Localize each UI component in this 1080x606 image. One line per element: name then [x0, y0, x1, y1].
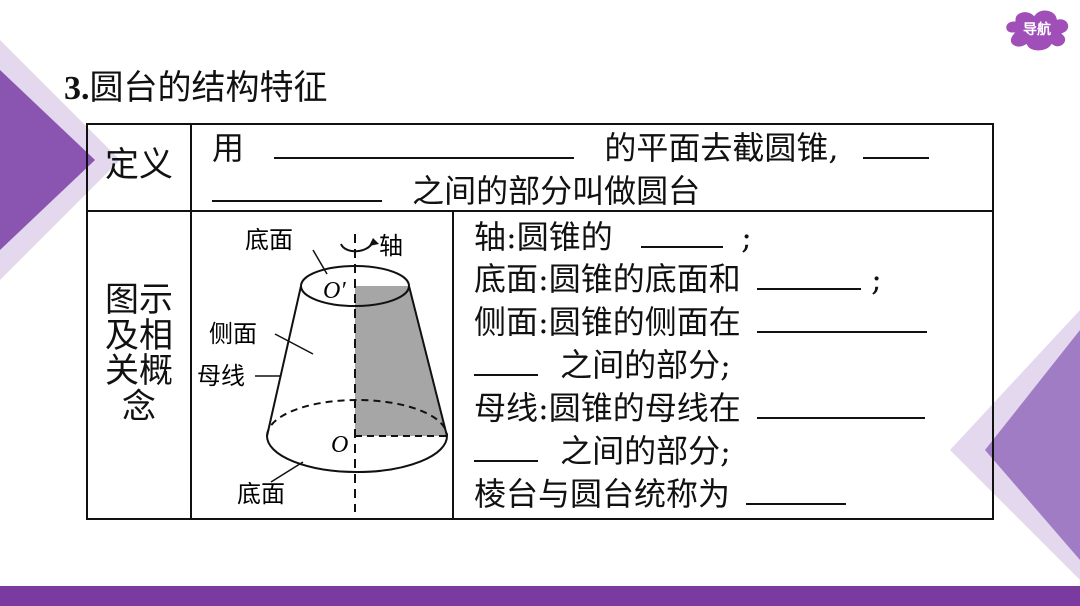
label-top-base: 底面: [245, 226, 293, 254]
axial-section-shade: [355, 286, 447, 436]
leader-lateral: [274, 333, 314, 355]
bottom-accent-bar: [0, 586, 1080, 606]
definition-suffix: 的平面去截圆锥,: [604, 129, 839, 167]
leader-bottom-base: [270, 461, 304, 483]
table-inner-divider: [452, 210, 454, 520]
concept-lateral-text: 侧面:圆锥的侧面在: [474, 303, 741, 341]
label-axis: 轴: [379, 232, 403, 260]
concept-axis: 轴:圆锥的 ;: [474, 220, 752, 253]
arrow-head: [369, 238, 379, 246]
concept-base: 底面:圆锥的底面和 ;: [474, 262, 882, 295]
label-bottom-center: O: [331, 432, 348, 458]
nav-label: 导航: [1023, 22, 1051, 38]
label-top-center: O′: [323, 278, 346, 304]
bottom-base-front: [266, 435, 448, 473]
fill-blank[interactable]: [756, 262, 861, 290]
header-line: 图示: [105, 280, 173, 320]
concept-name-text: 棱台与圆台统称为: [474, 475, 731, 513]
frustum-diagram: 底面 轴 O′ 侧面 母线 O 底面: [197, 226, 448, 512]
header-line: 念: [122, 387, 156, 428]
section-title: 3.圆台的结构特征: [64, 60, 328, 109]
table-row-divider: [86, 210, 994, 212]
definition-line-1: 用 的平面去截圆锥,: [212, 131, 929, 164]
concept-lateral: 侧面:圆锥的侧面在: [474, 305, 927, 338]
section-title-text: 圆台的结构特征: [89, 68, 328, 108]
label-generatrix: 母线: [197, 362, 245, 390]
concept-generatrix-text: 母线:圆锥的母线在: [474, 389, 741, 427]
definition-conclusion: 之间的部分叫做圆台: [412, 172, 701, 210]
concept-name: 棱台与圆台统称为: [474, 475, 847, 513]
concept-table: [86, 123, 994, 520]
cloud-badge-icon: [1003, 7, 1072, 54]
fill-blank[interactable]: [640, 220, 723, 248]
concept-axis-text: 轴:圆锥的: [474, 218, 613, 256]
definition-prefix: 用: [212, 129, 245, 167]
concept-lateral-cont: 之间的部分;: [474, 348, 731, 381]
fill-blank[interactable]: [474, 348, 538, 376]
concept-generatrix-cont: 之间的部分;: [474, 434, 731, 467]
fill-blank[interactable]: [212, 174, 382, 202]
concept-generatrix: 母线:圆锥的母线在: [474, 391, 925, 424]
fill-blank[interactable]: [756, 305, 927, 333]
fill-blank[interactable]: [274, 131, 575, 159]
table-column-divider: [190, 123, 192, 520]
label-bottom-base: 底面: [237, 480, 285, 508]
row-header-definition: 定义: [105, 145, 173, 185]
concept-base-text: 底面:圆锥的底面和: [474, 260, 741, 298]
rotation-arrow: [340, 241, 374, 253]
fill-blank[interactable]: [474, 434, 538, 462]
generatrix-left: [266, 285, 302, 437]
concept-axis-end: ;: [741, 218, 752, 256]
generatrix-right: [408, 285, 448, 437]
fill-blank[interactable]: [862, 131, 929, 159]
header-line: 关概: [105, 351, 173, 392]
fill-blank[interactable]: [756, 391, 925, 419]
header-line: 及相: [105, 315, 173, 356]
leader-top-base: [312, 249, 328, 275]
concept-generatrix-cont-text: 之间的部分;: [560, 432, 731, 470]
section-number: 3.: [64, 70, 90, 107]
row-header-diagram: 图示 及相 关概 念: [88, 280, 190, 428]
fill-blank[interactable]: [746, 477, 847, 505]
nav-button[interactable]: 导航: [998, 4, 1076, 56]
label-lateral: 侧面: [209, 320, 257, 348]
concept-base-end: ;: [871, 260, 882, 298]
concept-lateral-cont-text: 之间的部分;: [560, 346, 731, 384]
definition-line-2: 之间的部分叫做圆台: [212, 174, 700, 207]
